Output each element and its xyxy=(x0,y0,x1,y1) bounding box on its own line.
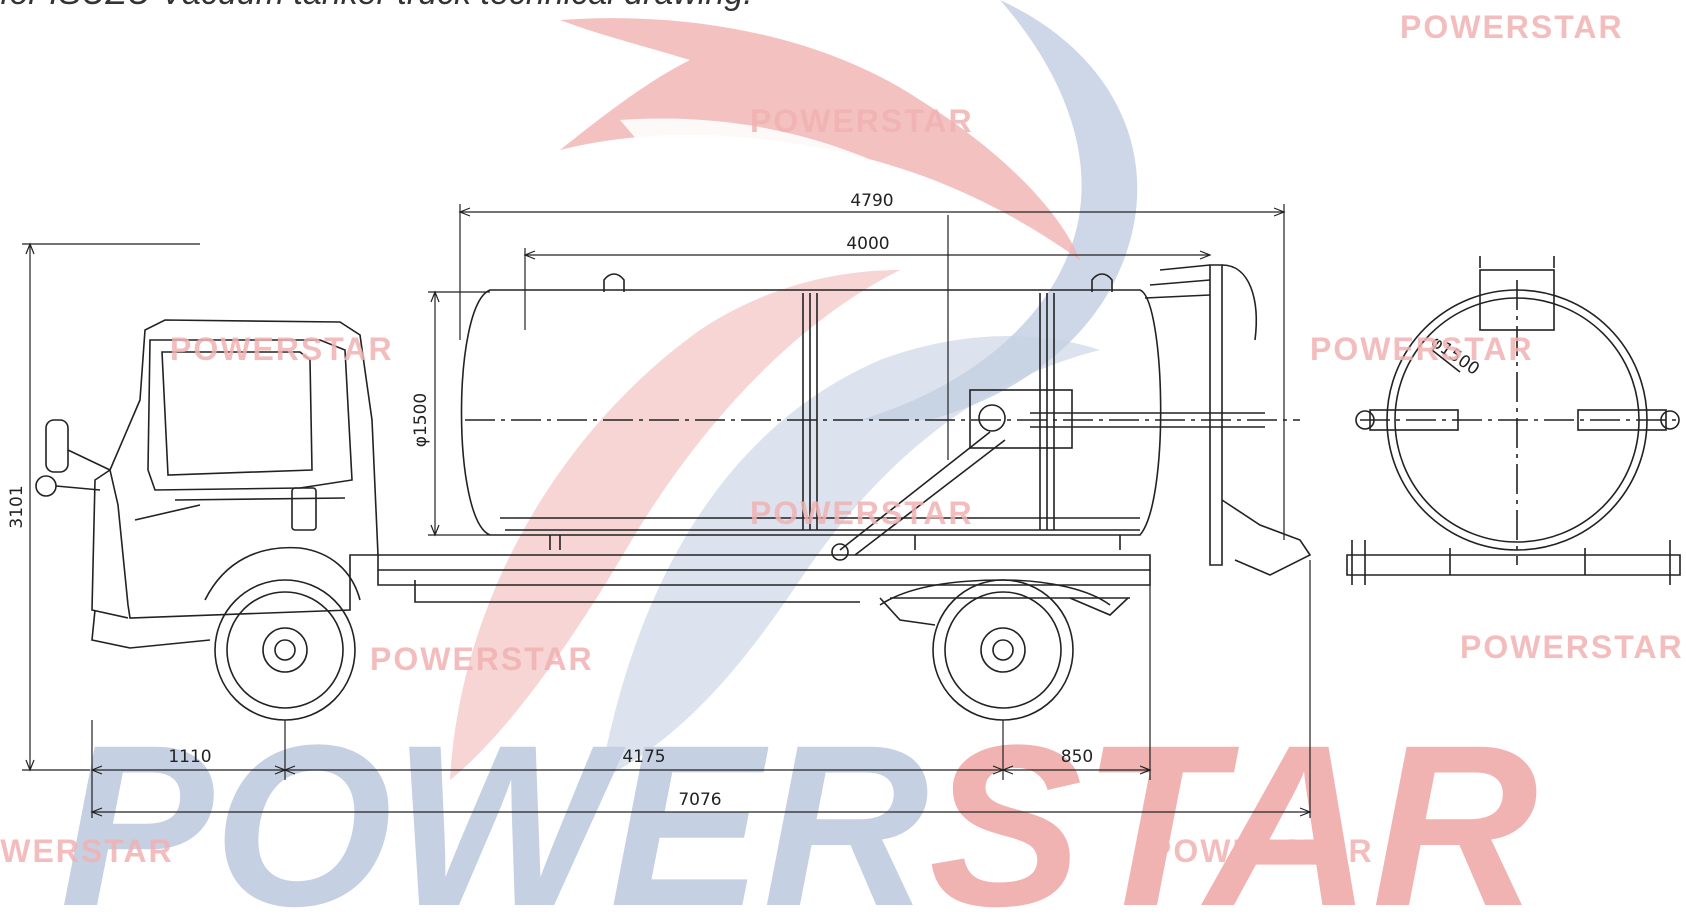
powerstar-watermarks-small: POWERSTAR POWERSTAR POWERSTAR POWERSTAR … xyxy=(0,9,1684,869)
dim-overall-height: 3101 xyxy=(7,485,27,528)
watermark-bottom-left: POWERSTAR xyxy=(0,833,174,869)
dim-front-overhang: 1110 xyxy=(168,747,211,767)
watermark-top-right: POWERSTAR xyxy=(1400,9,1624,45)
watermark-bottom-right: POWERSTAR xyxy=(1150,833,1374,869)
eagle-logo-watermark xyxy=(450,0,1138,780)
watermark-right-mid: POWERSTAR xyxy=(1460,629,1684,665)
dim-wheelbase: 4175 xyxy=(622,747,665,767)
tank-end-view xyxy=(1346,256,1681,585)
dimension-lines xyxy=(22,204,1312,818)
dim-tank-length-overall: 4790 xyxy=(850,191,893,211)
dim-rear-overhang: 850 xyxy=(1061,747,1093,767)
dimension-labels: 4790 4000 φ1500 φ1500 3101 1110 4175 850… xyxy=(7,191,1483,810)
watermark-end-view: POWERSTAR xyxy=(1310,331,1534,367)
watermark-cab: POWERSTAR xyxy=(170,331,394,367)
cab-outline xyxy=(109,319,379,619)
powerstar-watermark-large: POWERSTAR xyxy=(60,697,1538,921)
watermark-tank: POWERSTAR xyxy=(750,495,974,531)
watermark-front-wheel: POWERSTAR xyxy=(370,641,594,677)
tank-body xyxy=(460,289,1162,536)
drawing-caption: for ISUZU Vacuum tanker truck technical … xyxy=(0,0,753,13)
dim-tank-length: 4000 xyxy=(846,234,889,254)
watermark-large-star: STAR xyxy=(929,697,1538,921)
dim-overall-length: 7076 xyxy=(678,790,721,810)
side-mirror xyxy=(45,419,69,473)
watermark-top-center: POWERSTAR xyxy=(750,103,974,139)
watermark-large-power: POWER xyxy=(60,697,929,921)
truck-side-view xyxy=(35,264,1312,721)
svg-text:POWERSTAR: POWERSTAR xyxy=(60,697,1538,921)
dim-tank-diameter-side: φ1500 xyxy=(411,393,431,447)
